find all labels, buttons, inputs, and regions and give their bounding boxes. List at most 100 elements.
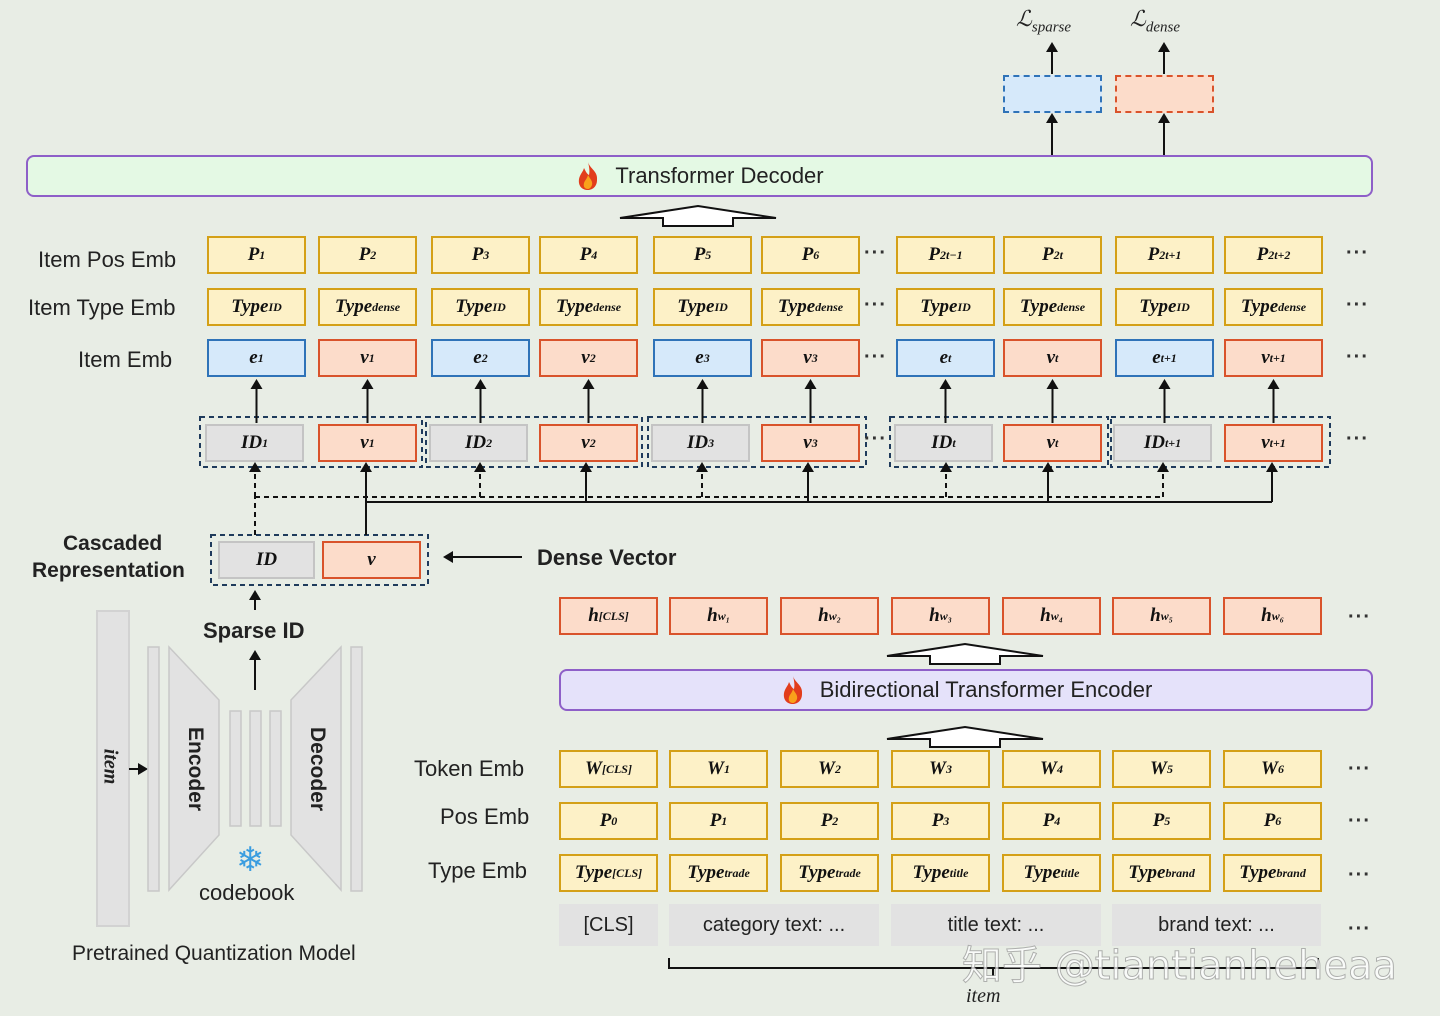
ellipsis: ···	[1348, 864, 1371, 886]
up-arrow-head	[940, 462, 952, 472]
cascaded-label-line2: Representation	[32, 559, 185, 582]
item-emb-label: Item Emb	[78, 347, 173, 372]
up-arrow-head	[696, 379, 709, 389]
quant-encoder-label: Encoder	[184, 726, 208, 812]
up-arrow-head	[1158, 113, 1170, 123]
codebook-bar	[229, 710, 242, 827]
ellipsis: ···	[1346, 294, 1369, 316]
up-arrow-head	[474, 379, 487, 389]
quant-decoder-label: Decoder	[306, 726, 330, 812]
up-arrow-head	[249, 590, 261, 600]
encoder-trapezoid	[168, 645, 220, 892]
ellipsis: ···	[1348, 918, 1371, 940]
hidden-state-cell: h[CLS]	[559, 597, 658, 635]
quant-item-label: item	[99, 748, 122, 785]
loss-sparse: ℒsparse	[1016, 6, 1072, 36]
token-emb-cell: W[CLS]	[559, 750, 658, 788]
bidirectional-encoder-label: Bidirectional Transformer Encoder	[819, 677, 1153, 702]
cascaded-label-line1: Cascaded	[63, 532, 163, 555]
ellipsis: ···	[1346, 346, 1369, 368]
decoder-input-arrow	[619, 204, 777, 227]
up-arrow-head	[1158, 379, 1171, 389]
item-bracket-label: item	[966, 985, 1001, 1007]
codebook-label: codebook	[199, 880, 295, 905]
up-arrow-head	[580, 462, 592, 472]
ellipsis: ···	[864, 428, 887, 450]
ellipsis: ···	[864, 346, 887, 368]
sparse-id-label: Sparse ID	[203, 618, 305, 643]
token-emb-label: Token Emb	[414, 756, 525, 781]
text-token-cell: title text: ...	[891, 904, 1101, 946]
encoder-input-arrow	[886, 725, 1044, 748]
up-arrow-head	[250, 379, 263, 389]
bidirectional-encoder-bar: Bidirectional Transformer Encoder	[559, 669, 1373, 711]
ellipsis: ···	[1348, 758, 1371, 780]
type-emb-label: Type Emb	[428, 858, 528, 883]
type-emb-cell: Type[CLS]	[559, 854, 658, 892]
snowflake-icon: ❄	[236, 841, 265, 879]
transformer-decoder-label: Transformer Decoder	[615, 163, 824, 188]
up-arrow-head	[696, 462, 708, 472]
up-arrow-head	[1158, 42, 1170, 52]
text-token-cell: [CLS]	[559, 904, 658, 946]
encoder-layer-bar	[147, 646, 160, 892]
item-input-bar	[96, 610, 130, 927]
watermark: 知乎 @tiantianheheaa	[962, 943, 1398, 990]
codebook-bar	[269, 710, 282, 827]
up-arrow-head	[249, 650, 261, 660]
item-pos-emb-label: Item Pos Emb	[38, 247, 177, 272]
cascaded-group-box	[889, 416, 1109, 468]
up-arrow-head	[1046, 42, 1058, 52]
up-arrow-head	[802, 462, 814, 472]
cascaded-group-box	[199, 416, 423, 468]
output-z	[1003, 75, 1102, 113]
up-arrow-head	[474, 462, 486, 472]
up-arrow-head	[249, 462, 261, 472]
up-arrow-head	[1046, 379, 1059, 389]
decoder-layer-bar	[350, 646, 363, 892]
ellipsis: ···	[864, 294, 887, 316]
up-arrow-head	[1046, 113, 1058, 123]
cascaded-v-cell: v	[322, 541, 421, 579]
